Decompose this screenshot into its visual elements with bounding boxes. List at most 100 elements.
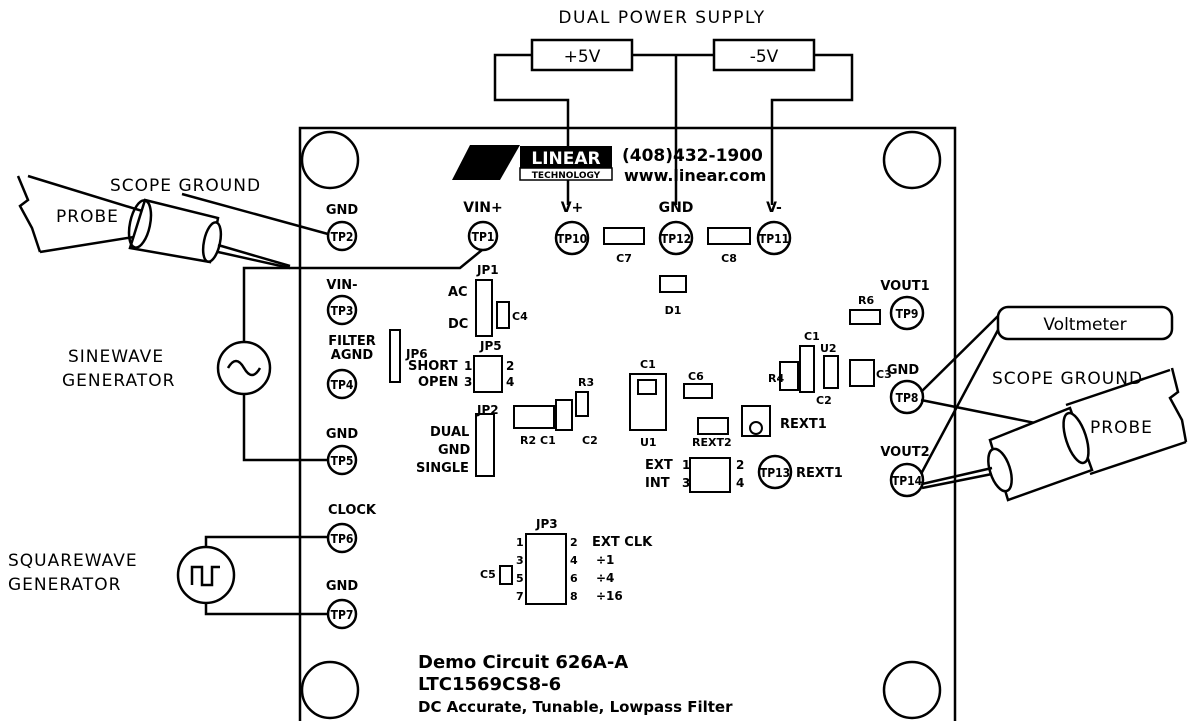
label-jp3-6: 6 — [570, 572, 578, 585]
label-jp5-3: 3 — [464, 375, 472, 389]
tp3-label: TP3 — [331, 304, 354, 318]
pin-vin-plus: VIN+ — [463, 200, 503, 216]
label-jp3-4: 4 — [570, 554, 578, 567]
pin-vout1: VOUT1 — [880, 279, 929, 294]
label-c5: C5 — [480, 568, 496, 581]
linear-logo: LINEAR TECHNOLOGY — [452, 145, 613, 181]
label-jpx-3: 3 — [682, 476, 690, 490]
right-scope-ground-label: SCOPE GROUND — [992, 369, 1143, 389]
tp4-label: TP4 — [331, 378, 354, 392]
label-c8: C8 — [721, 252, 737, 265]
label-int: INT — [645, 476, 670, 491]
pin-v-plus: V+ — [561, 200, 584, 216]
label-jp3-3: 3 — [516, 554, 524, 567]
label-c2: C2 — [582, 434, 598, 447]
voltmeter-label: Voltmeter — [1043, 315, 1126, 335]
logo-sub: TECHNOLOGY — [532, 171, 601, 181]
voltmeter-wiring — [919, 315, 1000, 475]
label-jp5-2: 2 — [506, 359, 514, 373]
label-jpx-4: 4 — [736, 476, 744, 490]
tp9-label: TP9 — [896, 307, 919, 321]
label-c7: C7 — [616, 252, 632, 265]
pin-vout2: VOUT2 — [880, 445, 929, 460]
tp7-label: TP7 — [331, 608, 354, 622]
label-jp3-1: 1 — [516, 536, 524, 549]
label-r4: R4 — [768, 372, 784, 385]
tp6-label: TP6 — [331, 532, 354, 546]
label-ext-clk: EXT CLK — [592, 535, 653, 550]
left-scope-ground-label: SCOPE GROUND — [110, 176, 261, 196]
pin-v-minus: V- — [766, 200, 782, 216]
label-r3: R3 — [578, 376, 594, 389]
tp11-label: TP11 — [759, 232, 789, 246]
label-r2: R2 — [520, 434, 536, 447]
squarewave-label-2: GENERATOR — [8, 575, 121, 595]
label-jp5-4: 4 — [506, 375, 514, 389]
tp14-label: TP14 — [892, 474, 923, 488]
logo-web: www.linear.com — [624, 166, 766, 185]
logo-phone: (408)432-1900 — [622, 146, 763, 166]
label-div16: ÷16 — [596, 589, 623, 603]
board-part-number: LTC1569CS8-6 — [418, 674, 561, 695]
test-point-circles — [326, 220, 925, 630]
label-c1-left: C1 — [540, 434, 556, 447]
label-single: SINGLE — [416, 461, 469, 476]
supply-title: DUAL POWER SUPPLY — [558, 8, 765, 28]
supply-minus-label: -5V — [750, 47, 779, 67]
label-jp2: JP2 — [476, 403, 499, 417]
supply-minus-box — [712, 38, 816, 72]
label-c4: C4 — [512, 310, 528, 323]
tp10-label: TP10 — [557, 232, 587, 246]
label-c1-right: C1 — [804, 330, 820, 343]
mounting-hole-top-right — [882, 130, 942, 190]
board-parts — [389, 227, 881, 605]
label-jp5-1: 1 — [464, 359, 472, 373]
board-description: DC Accurate, Tunable, Lowpass Filter — [418, 698, 733, 716]
label-jp2-gnd: GND — [438, 443, 471, 458]
label-ac: AC — [448, 285, 468, 300]
sinewave-label-1: SINEWAVE — [68, 347, 164, 367]
label-jp3-7: 7 — [516, 590, 524, 603]
pcb-outline — [298, 126, 957, 721]
label-div1: ÷1 — [596, 553, 614, 567]
label-c3: C3 — [876, 368, 892, 381]
label-d1: D1 — [665, 304, 682, 317]
tp5-label: TP5 — [331, 454, 354, 468]
label-jp5: JP5 — [479, 339, 502, 353]
label-div4: ÷4 — [596, 571, 614, 585]
label-jpx-2: 2 — [736, 458, 744, 472]
pin-gnd-tp7: GND — [326, 579, 359, 594]
label-ext: EXT — [645, 458, 673, 473]
pin-gnd-tp12: GND — [659, 200, 694, 216]
label-jp6: JP6 — [405, 347, 428, 361]
label-jp3-8: 8 — [570, 590, 578, 603]
label-rext1: REXT1 — [796, 466, 843, 481]
pin-clock: CLOCK — [328, 503, 377, 518]
pin-filter: FILTER — [328, 334, 376, 349]
label-r6: R6 — [858, 294, 874, 307]
label-jp3: JP3 — [535, 517, 558, 531]
tp1-label: TP1 — [472, 230, 495, 244]
board-title: Demo Circuit 626A-A — [418, 652, 628, 673]
voltmeter-box — [996, 305, 1174, 341]
pin-vin-minus: VIN- — [326, 278, 357, 293]
label-jp3-2: 2 — [570, 536, 578, 549]
label-jpx-1: 1 — [682, 458, 690, 472]
mounting-hole-top-left — [300, 130, 360, 190]
supply-wiring — [493, 53, 854, 205]
logo-brand: LINEAR — [531, 149, 600, 169]
supply-plus-label: +5V — [564, 47, 601, 67]
mounting-hole-bottom-right — [882, 660, 942, 720]
label-jp3-5: 5 — [516, 572, 524, 585]
label-dual: DUAL — [430, 425, 469, 440]
mounting-hole-bottom-left — [300, 660, 360, 720]
label-rext1-pot: REXT1 — [780, 417, 827, 432]
squarewave-label-1: SQUAREWAVE — [8, 551, 138, 571]
pin-gnd-tp2: GND — [326, 203, 359, 218]
label-open: OPEN — [418, 375, 458, 390]
label-u1: U1 — [640, 436, 657, 449]
pin-gnd-tp5: GND — [326, 427, 359, 442]
left-probe — [16, 174, 329, 270]
pin-gnd-tp8: GND — [887, 363, 920, 378]
tp12-label: TP12 — [661, 232, 691, 246]
